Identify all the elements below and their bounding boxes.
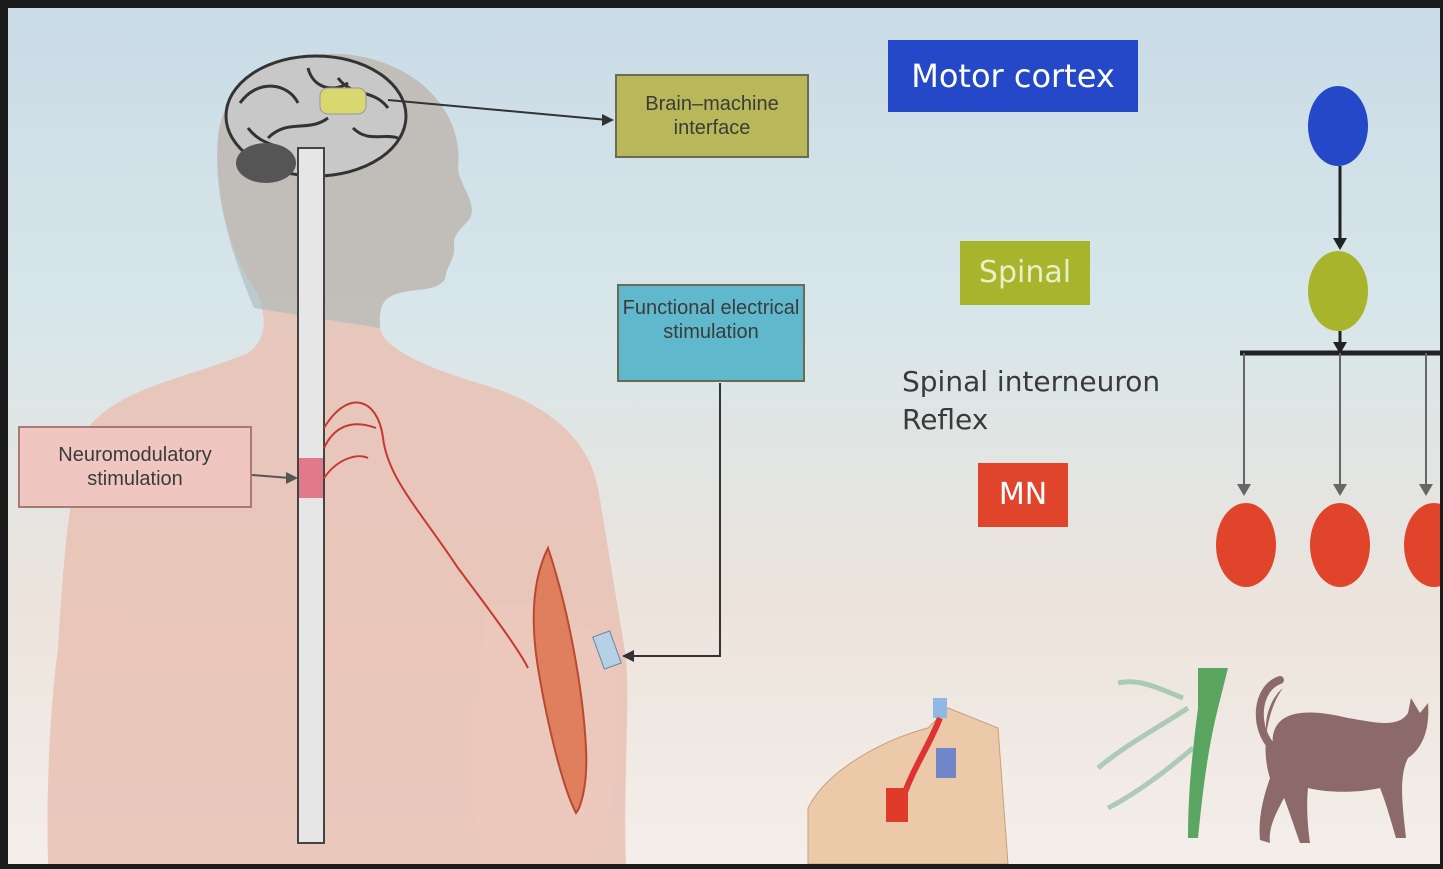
spinal-label-box: Spinal <box>960 241 1090 305</box>
nms-box: Neuromodulatory stimulation <box>18 426 252 508</box>
interneuron-line-2: Reflex <box>902 401 1160 439</box>
rat-spinal-illustration <box>1188 668 1228 838</box>
spinal-label: Spinal <box>979 255 1071 290</box>
arrowhead-right <box>1419 484 1433 496</box>
node-spinal <box>1308 251 1368 331</box>
node-mn-2 <box>1310 503 1370 587</box>
node-motor-cortex <box>1308 86 1368 166</box>
bmi-implant <box>320 88 366 114</box>
node-mn-3 <box>1404 503 1440 587</box>
fes-label: Functional electrical stimulation <box>623 297 800 343</box>
motor-cortex-label-box: Motor cortex <box>888 40 1138 112</box>
arrowhead-cortex-spinal <box>1333 238 1347 250</box>
arrowhead-middle <box>1333 484 1347 496</box>
bmi-label: Brain–machine interface <box>645 93 778 139</box>
arrow-fes <box>628 383 720 656</box>
mn-label-box: MN <box>978 463 1068 527</box>
node-mn-1 <box>1216 503 1276 587</box>
arrowhead-bmi <box>602 114 614 126</box>
nms-label: Neuromodulatory stimulation <box>58 444 211 490</box>
spine-electrode-2 <box>936 748 956 778</box>
spine-implant <box>933 698 947 718</box>
cerebellum <box>236 143 296 183</box>
neuromodulation-site <box>299 458 323 498</box>
interneuron-text: Spinal interneuron Reflex <box>902 363 1160 439</box>
spine-electrode <box>886 788 908 822</box>
arrowhead-left <box>1237 484 1251 496</box>
cat-silhouette <box>1260 688 1429 843</box>
fes-box: Functional electrical stimulation <box>617 284 805 382</box>
slide: Brain–machine interface Functional elect… <box>8 8 1440 864</box>
bmi-box: Brain–machine interface <box>615 74 809 158</box>
motor-cortex-label: Motor cortex <box>911 57 1115 95</box>
nerve-fibers <box>1098 682 1193 808</box>
mn-label: MN <box>999 477 1047 512</box>
interneuron-line-1: Spinal interneuron <box>902 363 1160 401</box>
